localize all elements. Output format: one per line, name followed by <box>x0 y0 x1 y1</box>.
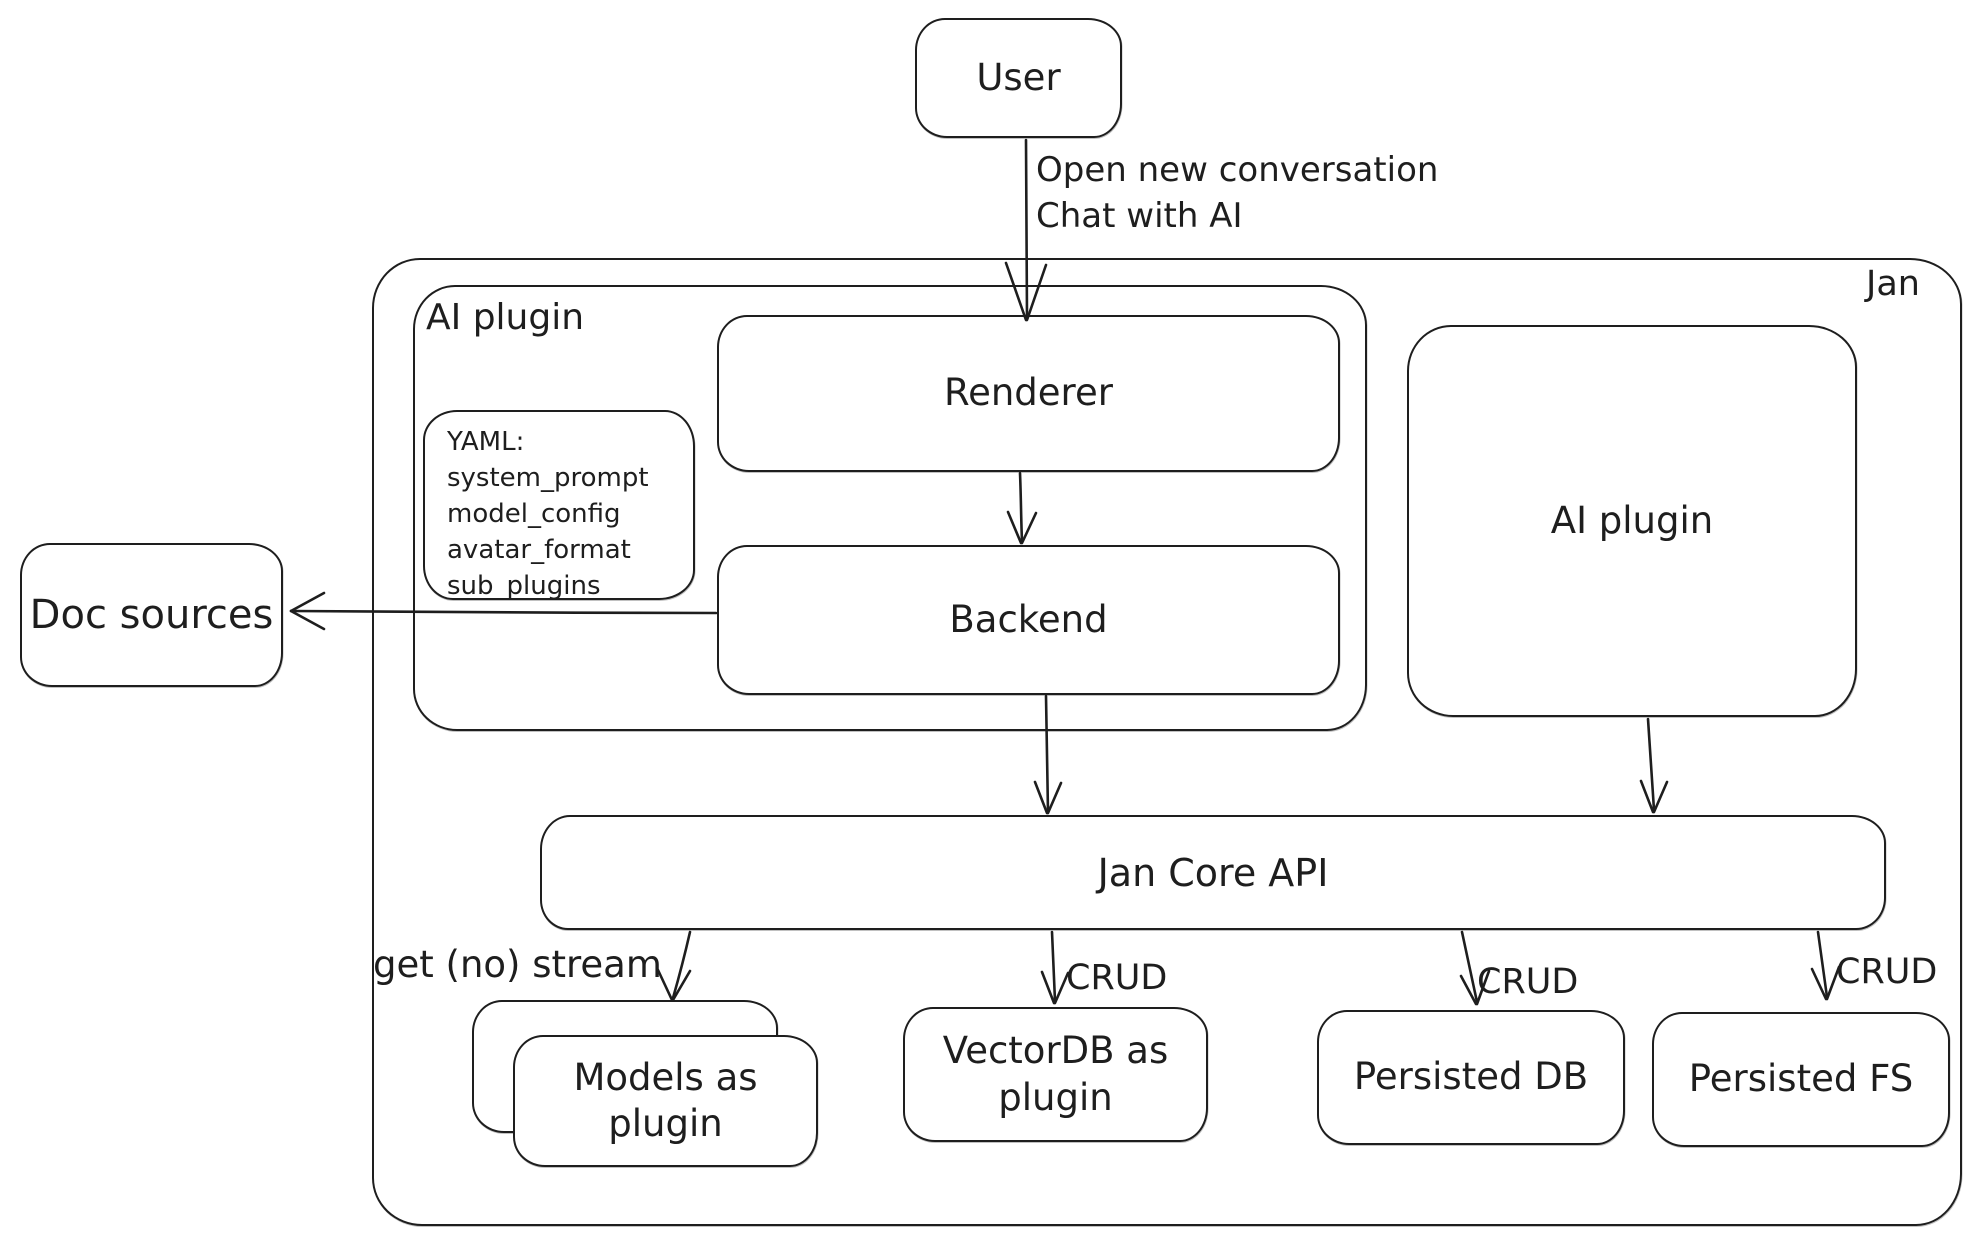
edge-label-user-to-renderer: Open new conversation Chat with AI <box>1036 147 1438 239</box>
renderer-node: Renderer <box>717 315 1340 472</box>
jan-core-api-node-label: Jan Core API <box>1097 850 1329 895</box>
models-plugin-node-label: Models as plugin <box>573 1055 758 1145</box>
ai-plugin-right-node: AI plugin <box>1407 325 1857 717</box>
yaml-note-line: model_config <box>447 499 621 529</box>
yaml-note-title: YAML: <box>447 427 525 457</box>
yaml-note: YAML: system_prompt model_config avatar_… <box>423 410 695 601</box>
jan-container-label: Jan <box>1866 264 1920 304</box>
user-node-label: User <box>976 55 1061 99</box>
ai-plugin-container-box <box>413 285 1367 731</box>
user-node: User <box>915 18 1122 138</box>
vectordb-plugin-node: VectorDB as plugin <box>903 1007 1208 1142</box>
ai-plugin-right-node-label: AI plugin <box>1550 498 1714 542</box>
edge-label-crud-persisted-db: CRUD <box>1477 962 1579 1002</box>
doc-sources-node-label: Doc sources <box>29 592 274 638</box>
yaml-note-line: system_prompt <box>447 463 649 493</box>
backend-node: Backend <box>717 545 1340 695</box>
edge-label-get-no-stream: get (no) stream <box>373 943 662 986</box>
edge-label-crud-persisted-fs: CRUD <box>1836 952 1938 992</box>
yaml-note-line: sub_plugins <box>447 571 601 601</box>
doc-sources-node: Doc sources <box>20 543 283 687</box>
yaml-note-line: avatar_format <box>447 535 631 565</box>
persisted-fs-node-label: Persisted FS <box>1688 1057 1914 1101</box>
edge-label-line: Chat with AI <box>1036 196 1243 236</box>
edge-label-crud-vectordb: CRUD <box>1066 958 1168 998</box>
persisted-db-node: Persisted DB <box>1317 1010 1625 1145</box>
ai-plugin-container-label: AI plugin <box>426 297 585 338</box>
edge-label-line: Open new conversation <box>1036 150 1439 190</box>
backend-node-label: Backend <box>949 597 1108 641</box>
vectordb-plugin-node-label: VectorDB as plugin <box>942 1029 1169 1119</box>
persisted-db-node-label: Persisted DB <box>1353 1055 1589 1099</box>
renderer-node-label: Renderer <box>944 371 1113 415</box>
models-plugin-node: Models as plugin <box>513 1035 818 1167</box>
jan-core-api-node: Jan Core API <box>540 815 1886 930</box>
persisted-fs-node: Persisted FS <box>1652 1012 1950 1147</box>
jan-container-box <box>372 258 1962 1226</box>
